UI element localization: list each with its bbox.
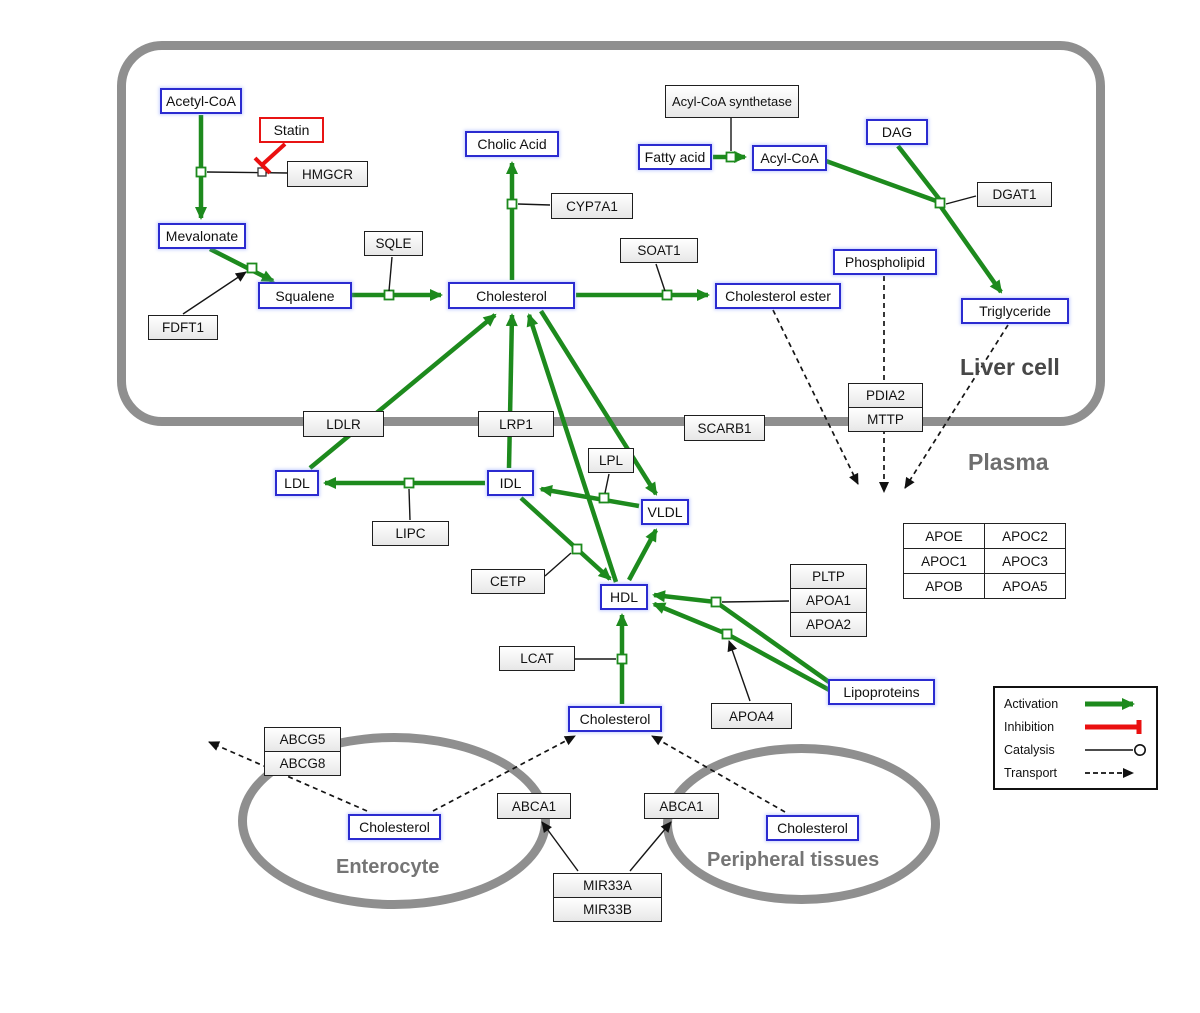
- peripheral-tissues-label: Peripheral tissues: [707, 849, 880, 871]
- catalysis-apoa4: [727, 640, 751, 702]
- node-lpl[interactable]: LPL: [588, 448, 634, 473]
- legend-inhibition: Inhibition: [1004, 716, 1149, 738]
- node-abcg5[interactable]: ABCG5: [264, 727, 341, 752]
- catalysis-pltp-complex: [721, 600, 790, 603]
- node-cholesterol-liver[interactable]: Cholesterol: [448, 282, 575, 309]
- legend: Activation Inhibition Catalysis Transpor…: [993, 686, 1158, 790]
- edge-vldl-idl: [539, 484, 640, 509]
- node-acyl-coa[interactable]: Acyl-CoA: [752, 145, 827, 171]
- node-acyl-coa-synthetase[interactable]: Acyl-CoA synthetase: [665, 85, 799, 118]
- liver-cell-compartment: [117, 41, 1105, 426]
- node-abcg8[interactable]: ABCG8: [264, 751, 341, 776]
- node-abca1-peripheral[interactable]: ABCA1: [644, 793, 719, 819]
- edge-hdl-vldl: [627, 528, 658, 582]
- node-soat1[interactable]: SOAT1: [620, 238, 698, 263]
- node-phospholipid[interactable]: Phospholipid: [833, 249, 937, 275]
- reaction-node: [710, 596, 722, 608]
- node-cholesterol-enterocyte[interactable]: Cholesterol: [348, 814, 441, 840]
- activation-arrow-icon: [1085, 698, 1135, 710]
- node-fdft1[interactable]: FDFT1: [148, 315, 218, 340]
- node-squalene[interactable]: Squalene: [258, 282, 352, 309]
- apo-cell[interactable]: APOC1: [903, 548, 985, 574]
- enterocyte-label: Enterocyte: [336, 856, 440, 878]
- node-mir33b[interactable]: MIR33B: [553, 897, 662, 922]
- node-pltp[interactable]: PLTP: [790, 564, 867, 589]
- apo-cell[interactable]: APOE: [903, 523, 985, 549]
- catalysis-cetp: [544, 552, 572, 577]
- node-lcat[interactable]: LCAT: [499, 646, 575, 671]
- node-apoa4[interactable]: APOA4: [711, 703, 792, 729]
- transport-dashed-arrow-icon: [1085, 768, 1134, 778]
- apo-cell[interactable]: APOC3: [984, 548, 1066, 574]
- reaction-node: [403, 477, 415, 489]
- node-sqle[interactable]: SQLE: [364, 231, 423, 256]
- node-ldl[interactable]: LDL: [275, 470, 319, 496]
- legend-activation-label: Activation: [1004, 697, 1059, 711]
- node-lrp1[interactable]: LRP1: [478, 411, 554, 437]
- catalysis-circle-icon: [1085, 744, 1146, 756]
- node-lipc[interactable]: LIPC: [372, 521, 449, 546]
- reaction-node: [571, 543, 583, 555]
- node-vldl[interactable]: VLDL: [641, 499, 689, 525]
- node-mttp[interactable]: MTTP: [848, 407, 923, 432]
- node-mevalonate[interactable]: Mevalonate: [158, 223, 246, 249]
- apo-cell[interactable]: APOB: [903, 573, 985, 599]
- node-scarb1[interactable]: SCARB1: [684, 415, 765, 441]
- node-acetyl-coa[interactable]: Acetyl-CoA: [160, 88, 242, 114]
- edge-idl-hdl: [519, 496, 612, 581]
- node-apoa2[interactable]: APOA2: [790, 612, 867, 637]
- legend-transport-label: Transport: [1004, 766, 1058, 780]
- node-abca1-enterocyte[interactable]: ABCA1: [497, 793, 571, 819]
- legend-activation: Activation: [1004, 693, 1149, 715]
- plasma-label: Plasma: [968, 449, 1049, 475]
- apo-cell[interactable]: APOC2: [984, 523, 1066, 549]
- node-lipoproteins[interactable]: Lipoproteins: [828, 679, 935, 705]
- node-fatty-acid[interactable]: Fatty acid: [638, 144, 712, 170]
- enterocyte-compartment: [238, 733, 550, 909]
- reaction-node: [721, 628, 733, 640]
- node-apoa1[interactable]: APOA1: [790, 588, 867, 613]
- inhibition-tbar-icon: [1085, 720, 1142, 734]
- apo-cell[interactable]: APOA5: [984, 573, 1066, 599]
- node-mir33a[interactable]: MIR33A: [553, 873, 662, 898]
- node-cholesterol-plasma[interactable]: Cholesterol: [568, 706, 662, 732]
- node-cyp7a1[interactable]: CYP7A1: [551, 193, 633, 219]
- node-cholesterol-ester[interactable]: Cholesterol ester: [715, 283, 841, 309]
- node-cetp[interactable]: CETP: [471, 569, 545, 594]
- node-cholic-acid[interactable]: Cholic Acid: [465, 131, 559, 157]
- node-idl[interactable]: IDL: [487, 470, 534, 496]
- catalysis-lipc: [408, 488, 411, 521]
- apolipoprotein-table: APOE APOC2 APOC1 APOC3 APOB APOA5: [903, 523, 1066, 599]
- legend-transport: Transport: [1004, 762, 1149, 784]
- legend-catalysis-label: Catalysis: [1004, 743, 1055, 757]
- reaction-node: [616, 653, 628, 665]
- node-ldlr[interactable]: LDLR: [303, 411, 384, 437]
- node-hmgcr[interactable]: HMGCR: [287, 161, 368, 187]
- node-hdl[interactable]: HDL: [600, 584, 648, 610]
- node-pdia2[interactable]: PDIA2: [848, 383, 923, 408]
- node-cholesterol-peripheral[interactable]: Cholesterol: [766, 815, 859, 841]
- node-statin[interactable]: Statin: [259, 117, 324, 143]
- reaction-node: [598, 492, 610, 504]
- liver-cell-label: Liver cell: [960, 354, 1060, 380]
- node-dgat1[interactable]: DGAT1: [977, 182, 1052, 207]
- legend-catalysis: Catalysis: [1004, 739, 1149, 761]
- node-triglyceride[interactable]: Triglyceride: [961, 298, 1069, 324]
- node-dag[interactable]: DAG: [866, 119, 928, 145]
- catalysis-lpl: [604, 473, 610, 494]
- legend-inhibition-label: Inhibition: [1004, 720, 1055, 734]
